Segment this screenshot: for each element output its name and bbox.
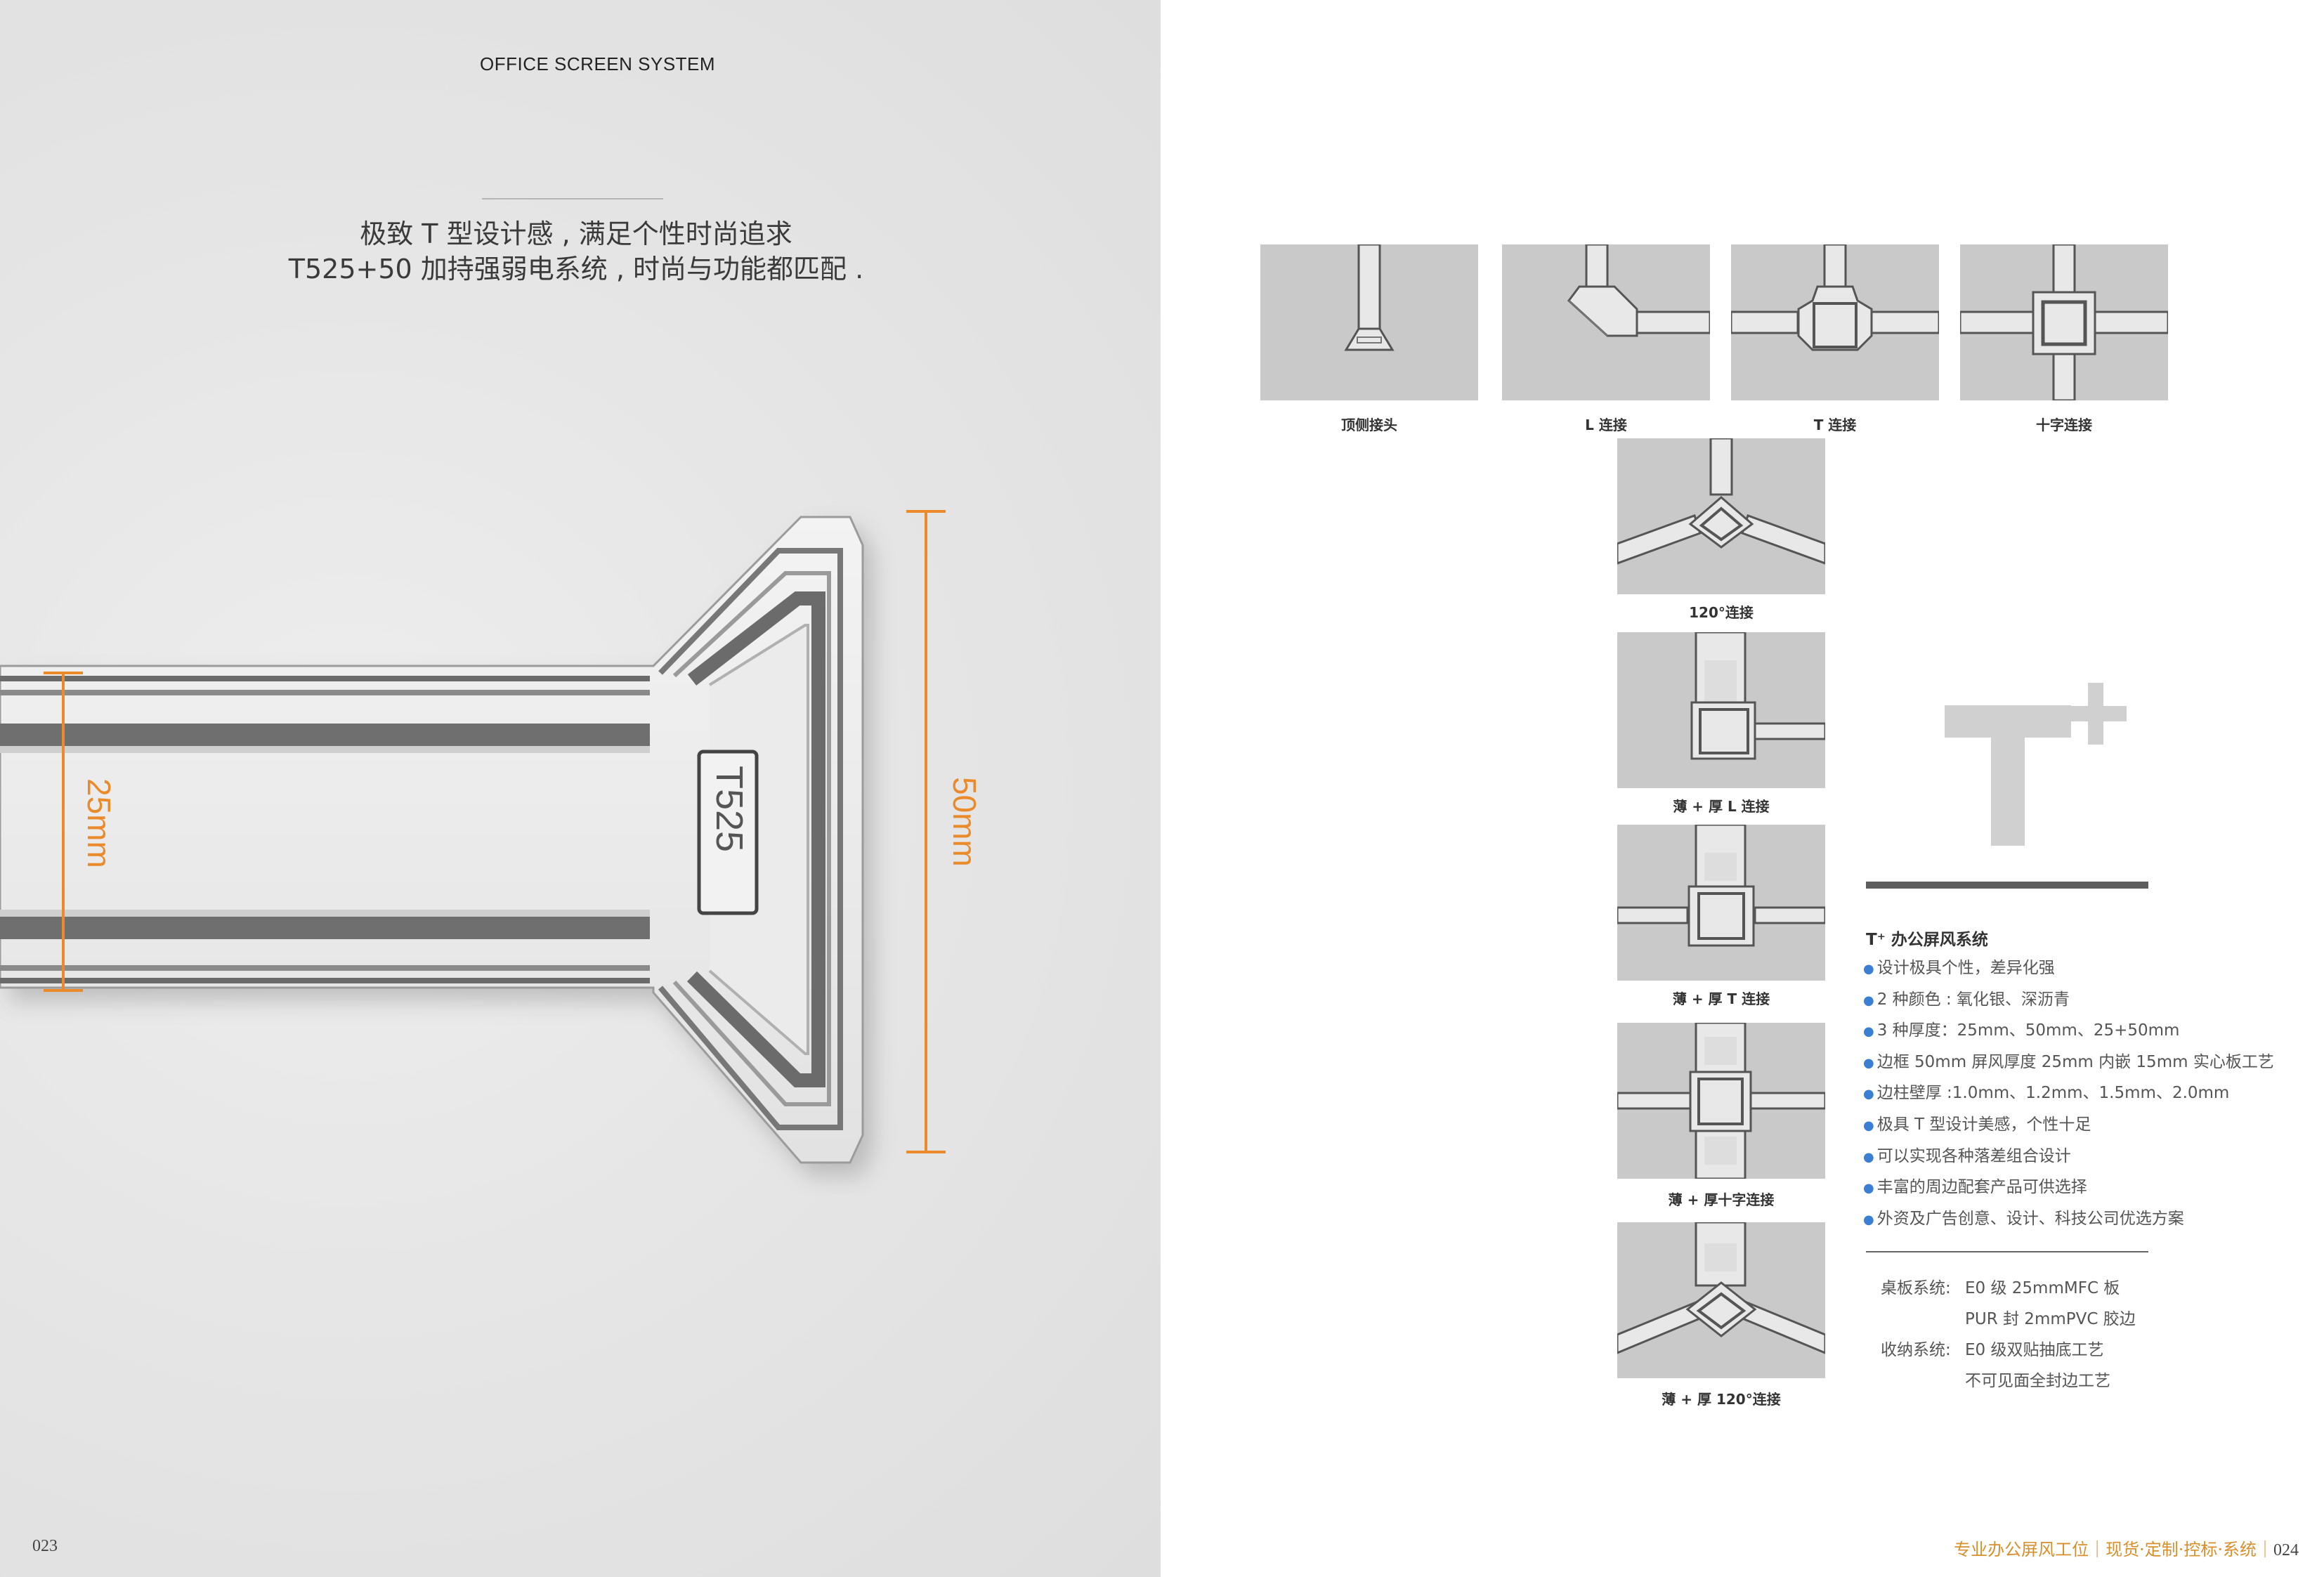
feature-item: ●极具 T 型设计美感，个性十足 xyxy=(1863,1115,2091,1134)
connector-thumb-t xyxy=(1731,244,1939,400)
t-plus-logo xyxy=(1945,683,2127,846)
section-title: OFFICE SCREEN SYSTEM xyxy=(480,53,716,74)
profile-badge-text: T525 xyxy=(708,766,750,852)
left-page: OFFICE SCREEN SYSTEM 极致 T 型设计感 , 满足个性时尚追… xyxy=(0,0,1161,1577)
caption-thin-thick-t: 薄 + 厚 T 连接 xyxy=(1672,990,1770,1007)
dimension-50mm-label: 50mm xyxy=(946,777,983,867)
connector-thumb-top-side xyxy=(1260,244,1478,400)
features-title: T⁺ 办公屏风系统 xyxy=(1866,931,1988,949)
specs-divider xyxy=(1866,1251,2148,1252)
right-page-number: 024 xyxy=(2273,1541,2299,1559)
feature-item: ●丰富的周边配套产品可供选择 xyxy=(1863,1178,2087,1197)
dimension-25mm-label: 25mm xyxy=(81,778,117,868)
feature-item: ●2 种颜色 : 氧化银、深沥青 xyxy=(1863,990,2070,1009)
connector-thumb-l xyxy=(1502,244,1710,400)
features-list: ●设计极具个性，差异化强 ●2 种颜色 : 氧化银、深沥青 ●3 种厚度：25m… xyxy=(1863,953,2274,1234)
logo-underline xyxy=(1866,882,2148,889)
caption-thin-thick-cross: 薄 + 厚十字连接 xyxy=(1668,1191,1775,1208)
left-page-number: 023 xyxy=(32,1537,58,1555)
spec-desk-line1: E0 级 25mmMFC 板 xyxy=(1965,1279,2120,1297)
feature-item: ●外资及广告创意、设计、科技公司优选方案 xyxy=(1863,1209,2184,1228)
feature-item: ●设计极具个性，差异化强 xyxy=(1863,959,2055,977)
profile-cross-section: T525 xyxy=(0,510,946,1164)
caption-t: T 连接 xyxy=(1813,417,1857,433)
feature-item: ●边框 50mm 屏风厚度 25mm 内嵌 15mm 实心板工艺 xyxy=(1863,1052,2274,1071)
headline-line-2: T525+50 加持强弱电系统 , 时尚与功能都匹配 . xyxy=(288,254,864,284)
dimension-50mm-line xyxy=(906,510,946,1153)
caption-cross: 十字连接 xyxy=(2036,417,2092,433)
headline-line-1: 极致 T 型设计感 , 满足个性时尚追求 xyxy=(360,218,792,249)
footer-tagline: 专业办公屏风工位｜现货·定制·控标·系统｜ xyxy=(1954,1540,2273,1559)
headline-divider xyxy=(482,198,663,199)
connector-thumb-thin-thick-l xyxy=(1617,632,1825,788)
connector-thumb-thin-thick-120 xyxy=(1617,1222,1825,1378)
caption-top-side: 顶侧接头 xyxy=(1341,417,1397,433)
connector-thumb-cross xyxy=(1960,244,2168,400)
caption-thin-thick-l: 薄 + 厚 L 连接 xyxy=(1673,798,1770,815)
feature-item: ●可以实现各种落差组合设计 xyxy=(1863,1146,2071,1165)
spec-storage-label: 收纳系统: xyxy=(1881,1341,1951,1359)
caption-120: 120°连接 xyxy=(1689,604,1754,621)
feature-item: ●3 种厚度：25mm、50mm、25+50mm xyxy=(1863,1021,2180,1040)
caption-thin-thick-120: 薄 + 厚 120°连接 xyxy=(1662,1391,1781,1408)
right-footer: 专业办公屏风工位｜现货·定制·控标·系统｜024 xyxy=(1954,1536,2299,1560)
feature-item: ●边柱壁厚 :1.0mm、1.2mm、1.5mm、2.0mm xyxy=(1863,1084,2230,1103)
connector-thumb-120 xyxy=(1617,438,1825,594)
dimension-25mm-line xyxy=(44,672,83,992)
spec-desk-line2: PUR 封 2mmPVC 胶边 xyxy=(1965,1310,2136,1328)
spec-storage-line1: E0 级双贴抽底工艺 xyxy=(1965,1341,2104,1359)
caption-l: L 连接 xyxy=(1585,417,1627,433)
headline: 极致 T 型设计感 , 满足个性时尚追求 T525+50 加持强弱电系统 , 时… xyxy=(253,216,899,287)
spec-desk-label: 桌板系统: xyxy=(1881,1279,1951,1297)
connector-thumb-thin-thick-t xyxy=(1617,825,1825,981)
spec-storage-line2: 不可见面全封边工艺 xyxy=(1965,1372,2110,1390)
connector-thumb-thin-thick-cross xyxy=(1617,1023,1825,1179)
